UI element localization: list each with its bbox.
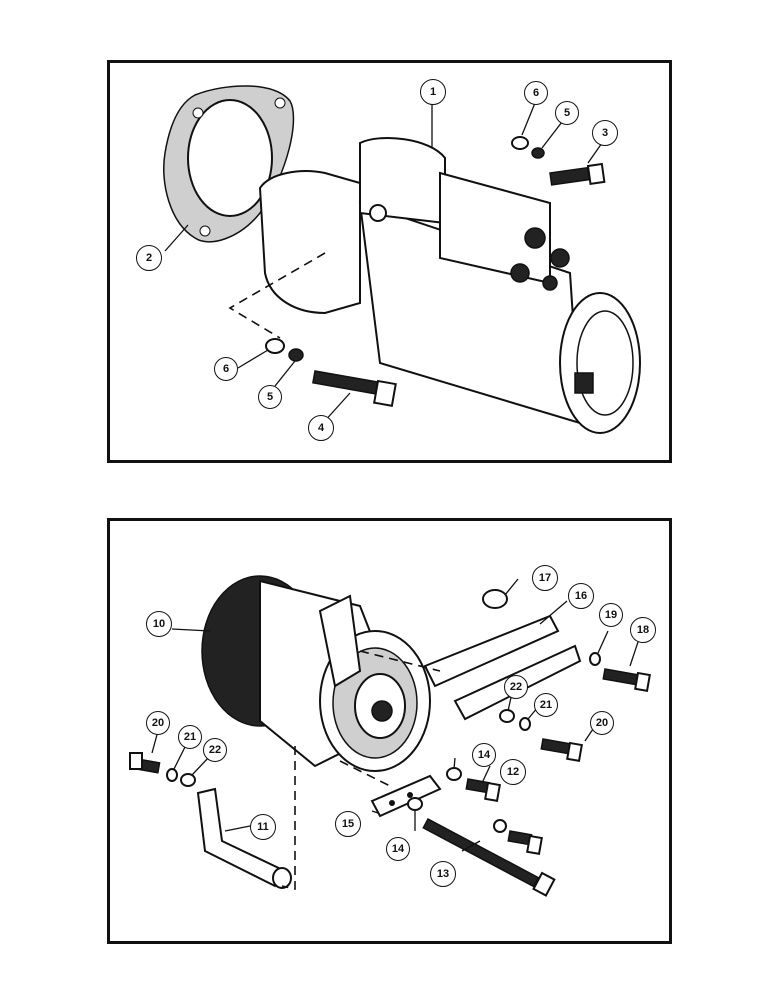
alternator-panel: 10 11 12 13 14 14 15 16 17 18 19 20 20 2… [107,518,672,944]
lockwasher-19 [589,652,601,666]
washer-13 [493,819,507,833]
starter-motor-drawing [163,85,641,434]
bolt-12 [465,778,501,802]
washer-14-lower [407,797,423,811]
lockwasher-21-left [166,768,178,782]
callout-19: 19 [599,603,623,627]
callout-6-bottom: 6 [214,357,238,381]
bolt-20-right [540,738,583,762]
lockwasher-5-top [531,147,545,159]
bolt-13 [422,817,556,897]
callout-20-right: 20 [590,711,614,735]
callout-22-left: 22 [203,738,227,762]
callout-17: 17 [532,565,558,591]
washer-22-left [180,773,196,787]
callout-21-left: 21 [178,725,202,749]
starter-motor-panel: 1 2 3 4 5 5 6 6 [107,60,672,463]
mounting-gasket [163,85,295,243]
bolt-20-left [129,752,161,774]
bolt-18 [602,668,651,692]
callout-4: 4 [308,415,334,441]
callout-5-top: 5 [555,101,579,125]
callout-3: 3 [592,120,618,146]
callout-1: 1 [420,79,446,105]
callout-13: 13 [430,861,456,887]
washer-14-upper [446,767,462,781]
callout-6-top: 6 [524,81,548,105]
callout-15: 15 [335,811,361,837]
mounting-bracket-11 [196,787,292,889]
callout-16: 16 [568,583,594,609]
bolt-path-dashed [228,252,326,339]
callout-14-upper: 14 [472,743,496,767]
callout-14-lower: 14 [386,837,410,861]
bolt-13-nut [507,830,543,855]
washer-6-bottom [265,338,285,354]
spacer-17 [482,589,508,609]
callout-20-left: 20 [146,711,170,735]
strap-path-dashed [339,760,391,787]
lockwasher-5-bottom [288,348,304,362]
starter-motor-body [258,137,641,434]
callout-21-right: 21 [534,693,558,717]
alternator-drawing [129,575,651,897]
callout-12: 12 [500,759,526,785]
adjust-path-dashed [359,650,441,672]
callout-2: 2 [136,245,162,271]
callout-5-bottom: 5 [258,385,282,409]
bolt-3 [549,162,606,186]
strap-15 [370,774,442,818]
bracket-path-dashed [281,746,296,891]
callout-11: 11 [250,814,276,840]
lockwasher-21-right [519,717,531,731]
callout-18: 18 [630,617,656,643]
alternator-body [201,575,431,772]
callout-22-right: 22 [504,675,528,699]
callout-10: 10 [146,611,172,637]
washer-6-top [511,136,529,150]
bolt-4 [312,370,397,407]
washer-22-right [499,709,515,723]
